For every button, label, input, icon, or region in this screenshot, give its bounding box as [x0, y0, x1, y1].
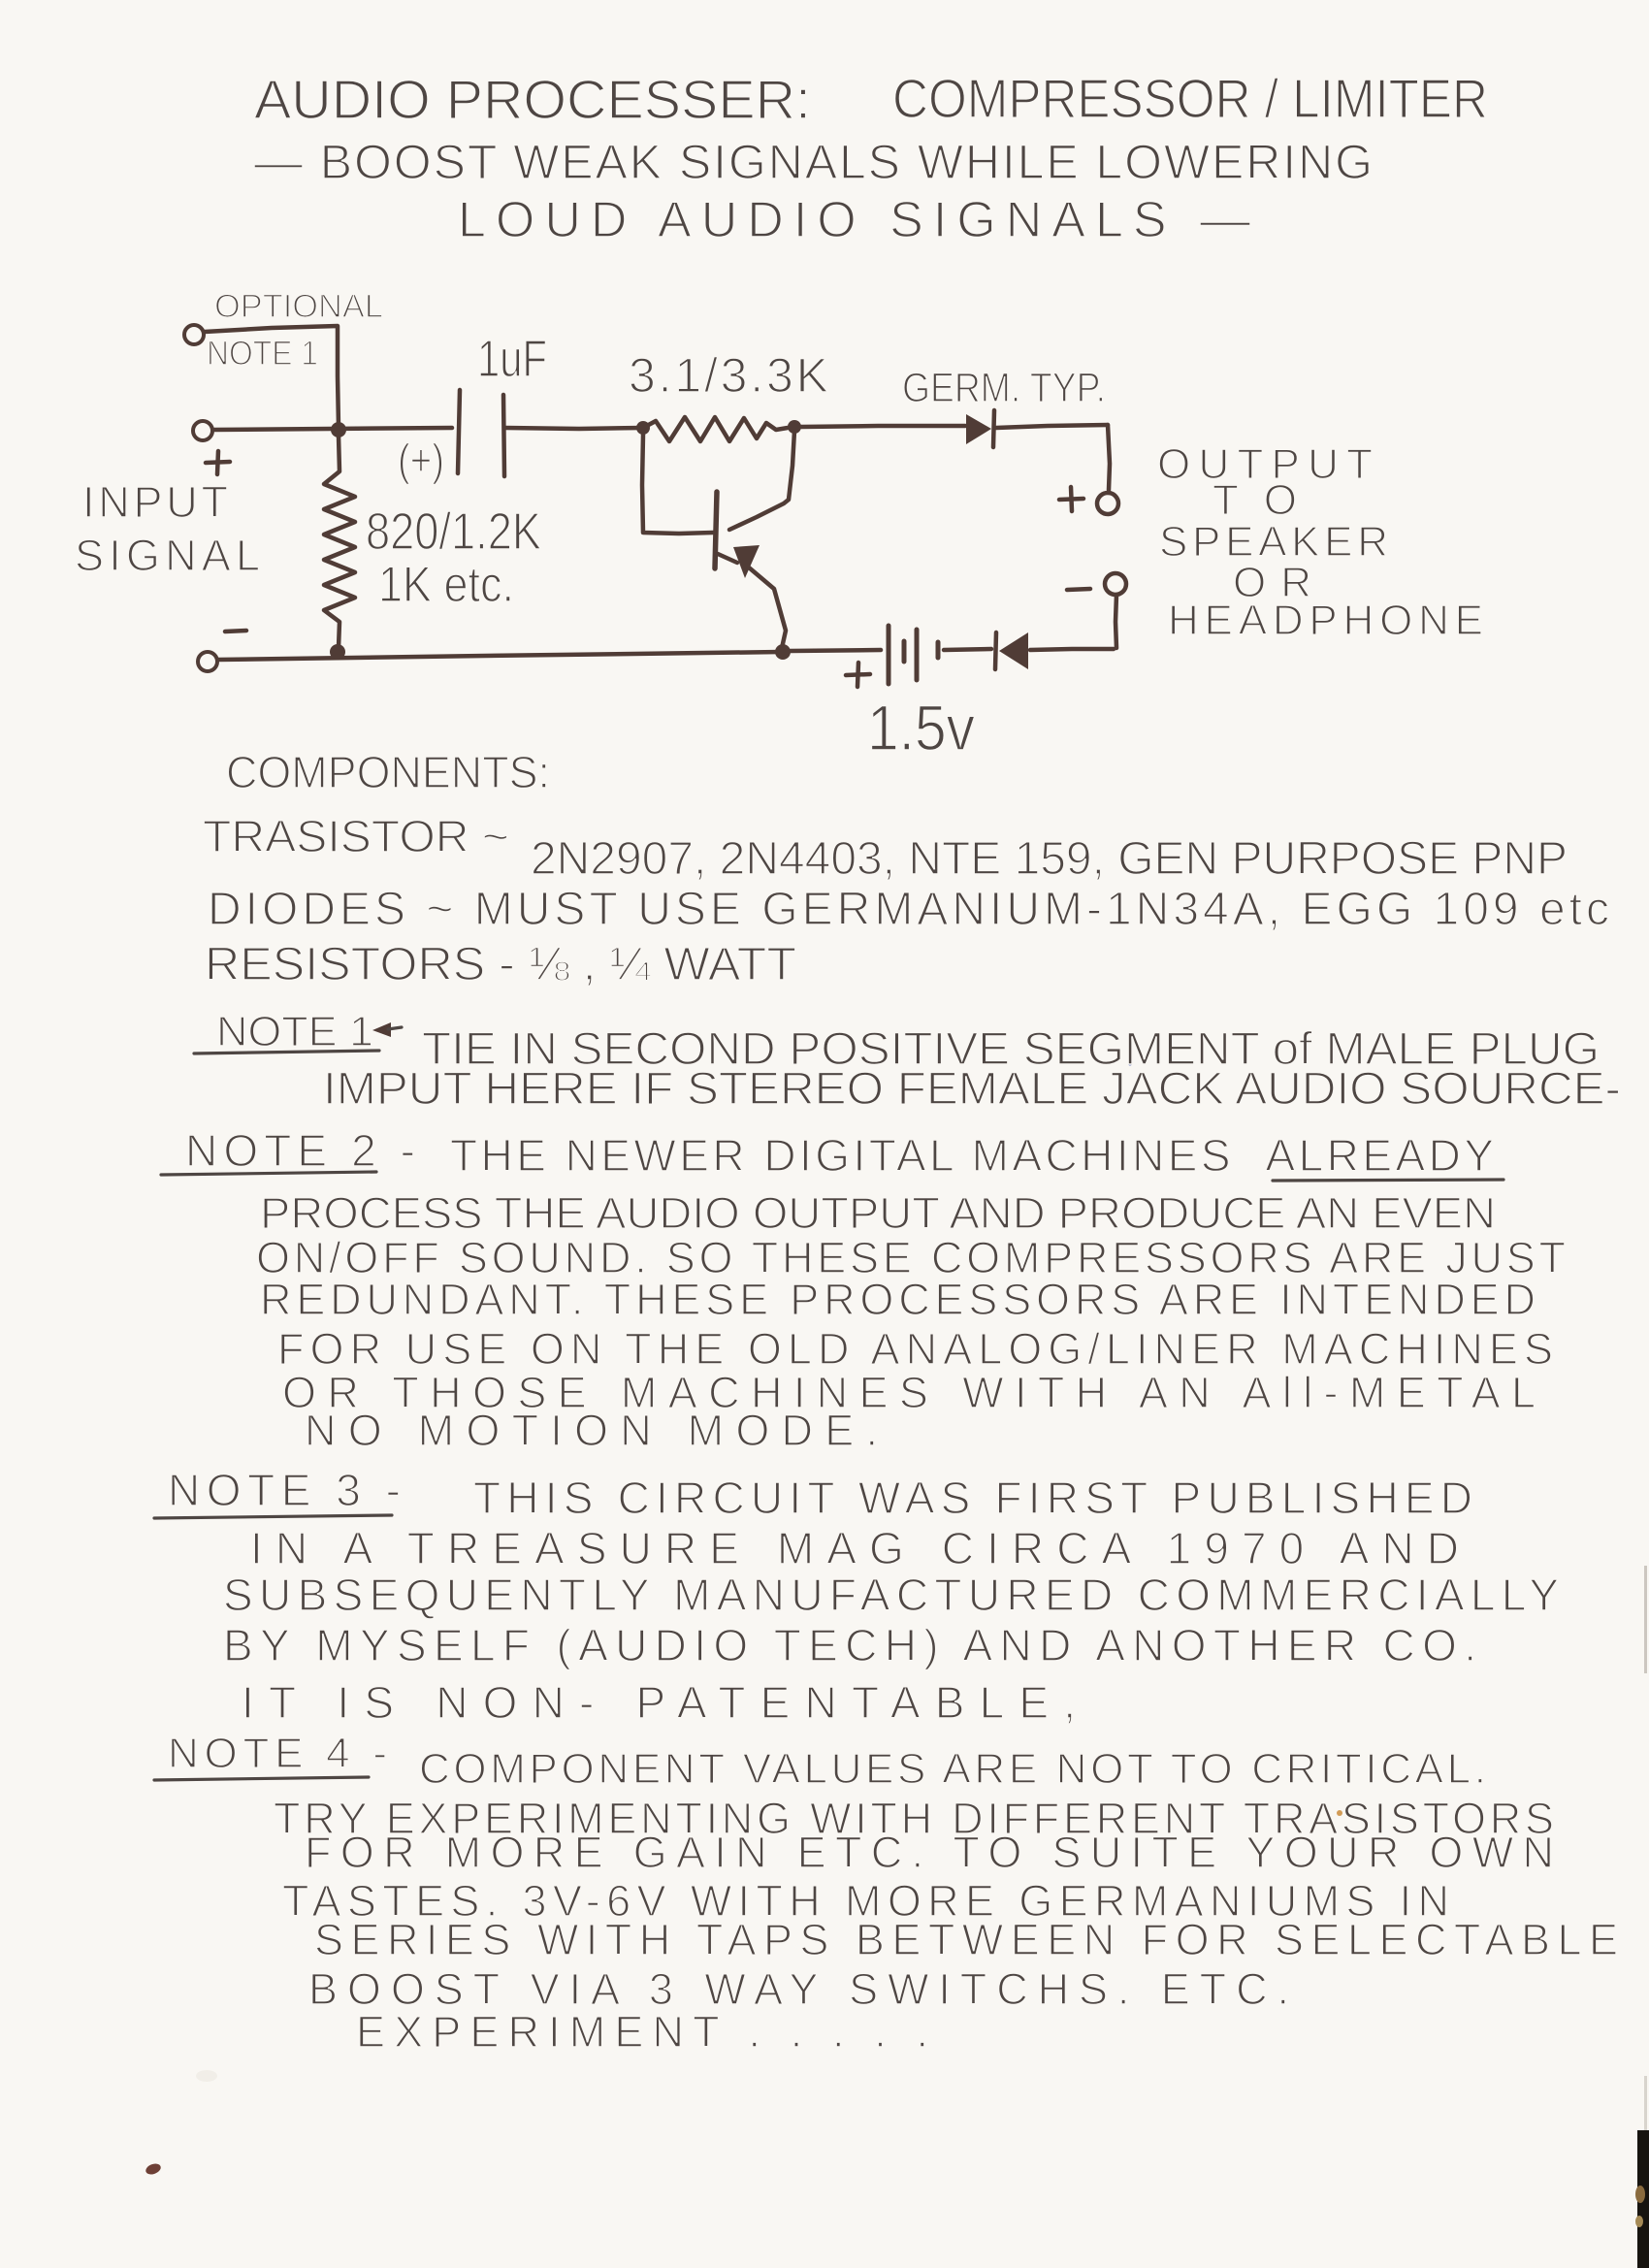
- svg-text:NOTE 2 -: NOTE 2 -: [185, 1125, 415, 1176]
- svg-text:NOTE 1: NOTE 1: [207, 335, 318, 373]
- svg-text:SERIES WITH TAPS BETWEEN FOR S: SERIES WITH TAPS BETWEEN FOR SELECTABLE: [314, 1915, 1618, 1964]
- svg-text:NO MOTION MODE.: NO MOTION MODE.: [305, 1406, 878, 1455]
- svg-text:RESISTORS - ⅛ , ¼ WATT: RESISTORS - ⅛ , ¼ WATT: [205, 939, 796, 990]
- svg-text:IMPUT HERE IF STEREO FEMALE JA: IMPUT HERE IF STEREO FEMALE JACK AUDIO S…: [323, 1062, 1621, 1114]
- svg-text:IN A TREASURE MAG CIRCA 1970 A: IN A TREASURE MAG CIRCA 1970 AND: [250, 1523, 1459, 1573]
- svg-text:COMPRESSOR / LIMITER: COMPRESSOR / LIMITER: [892, 68, 1488, 130]
- svg-text:2N2907, 2N4403, NTE 159, GEN P: 2N2907, 2N4403, NTE 159, GEN PURPOSE PNP: [531, 833, 1568, 885]
- svg-text:NOTE 4 -: NOTE 4 -: [168, 1730, 387, 1777]
- svg-text:LOUD AUDIO SIGNALS —: LOUD AUDIO SIGNALS —: [458, 192, 1250, 248]
- svg-text:NOTE 3 -: NOTE 3 -: [168, 1465, 401, 1515]
- svg-text:OR THOSE MACHINES WITH AN All-: OR THOSE MACHINES WITH AN All-METAL: [282, 1368, 1536, 1417]
- svg-text:820/1.2K: 820/1.2K: [366, 502, 541, 561]
- svg-text:1K etc.: 1K etc.: [378, 557, 514, 613]
- svg-text:1.5v: 1.5v: [867, 692, 975, 763]
- svg-text:PROCESS THE AUDIO OUTPUT AND P: PROCESS THE AUDIO OUTPUT AND PRODUCE AN …: [260, 1188, 1496, 1238]
- svg-text:3.1/3.3K: 3.1/3.3K: [629, 348, 828, 403]
- svg-text:FOR USE ON THE OLD ANALOG/LINE: FOR USE ON THE OLD ANALOG/LINER MACHINES: [277, 1324, 1553, 1374]
- svg-text:TIE IN SECOND POSITIVE SEGMENT: TIE IN SECOND POSITIVE SEGMENT of MALE P…: [422, 1022, 1600, 1074]
- svg-text:TRY EXPERIMENTING WITH DIFFERE: TRY EXPERIMENTING WITH DIFFERENT TRASIST…: [274, 1794, 1554, 1843]
- svg-text:HEADPHONE: HEADPHONE: [1168, 597, 1483, 644]
- svg-text:OPTIONAL: OPTIONAL: [214, 288, 383, 325]
- svg-text:ON/OFF SOUND. SO THESE COMPRES: ON/OFF SOUND. SO THESE COMPRESSORS ARE J…: [256, 1233, 1566, 1282]
- svg-text:COMPONENTS:: COMPONENTS:: [226, 747, 550, 797]
- svg-text:(+): (+): [398, 435, 444, 485]
- svg-text:THIS CIRCUIT WAS FIRST PUBLISH: THIS CIRCUIT WAS FIRST PUBLISHED: [473, 1473, 1472, 1523]
- svg-text:EXPERIMENT . . . . .: EXPERIMENT . . . . .: [356, 2007, 928, 2057]
- svg-text:NOTE 1: NOTE 1: [216, 1008, 373, 1055]
- svg-text:INPUT: INPUT: [82, 477, 228, 527]
- svg-text:IT IS NON- PATENTABLE,: IT IS NON- PATENTABLE,: [242, 1677, 1076, 1728]
- svg-text:DIODES ~ MUST USE GERMANIUM-1N: DIODES ~ MUST USE GERMANIUM-1N34A, EGG 1…: [208, 884, 1609, 935]
- svg-text:SIGNAL: SIGNAL: [75, 531, 260, 580]
- svg-text:BY MYSELF (AUDIO TECH) AND ANO: BY MYSELF (AUDIO TECH) AND ANOTHER CO.: [223, 1620, 1476, 1670]
- svg-text:THE NEWER DIGITAL MACHINES AL: THE NEWER DIGITAL MACHINES ALREADY: [450, 1130, 1494, 1181]
- svg-text:TRASISTOR ~: TRASISTOR ~: [203, 811, 509, 861]
- svg-text:SPEAKER: SPEAKER: [1159, 518, 1388, 566]
- svg-text:— BOOST WEAK SIGNALS WHILE LOW: — BOOST WEAK SIGNALS WHILE LOWERING: [254, 135, 1373, 189]
- svg-text:1uF: 1uF: [477, 330, 547, 388]
- svg-text:SUBSEQUENTLY MANUFACTURED COMM: SUBSEQUENTLY MANUFACTURED COMMERCIALLY: [223, 1570, 1559, 1620]
- svg-text:TASTES. 3V-6V WITH MORE GERMAN: TASTES. 3V-6V WITH MORE GERMANIUMS IN: [282, 1876, 1449, 1926]
- svg-text:AUDIO PROCESSER:: AUDIO PROCESSER:: [254, 69, 811, 131]
- svg-text:COMPONENT VALUES ARE NOT TO CR: COMPONENT VALUES ARE NOT TO CRITICAL.: [419, 1745, 1486, 1793]
- svg-text:REDUNDANT. THESE PROCESSORS AR: REDUNDANT. THESE PROCESSORS ARE INTENDED: [260, 1275, 1536, 1324]
- svg-text:GERM. TYP.: GERM. TYP.: [902, 365, 1106, 411]
